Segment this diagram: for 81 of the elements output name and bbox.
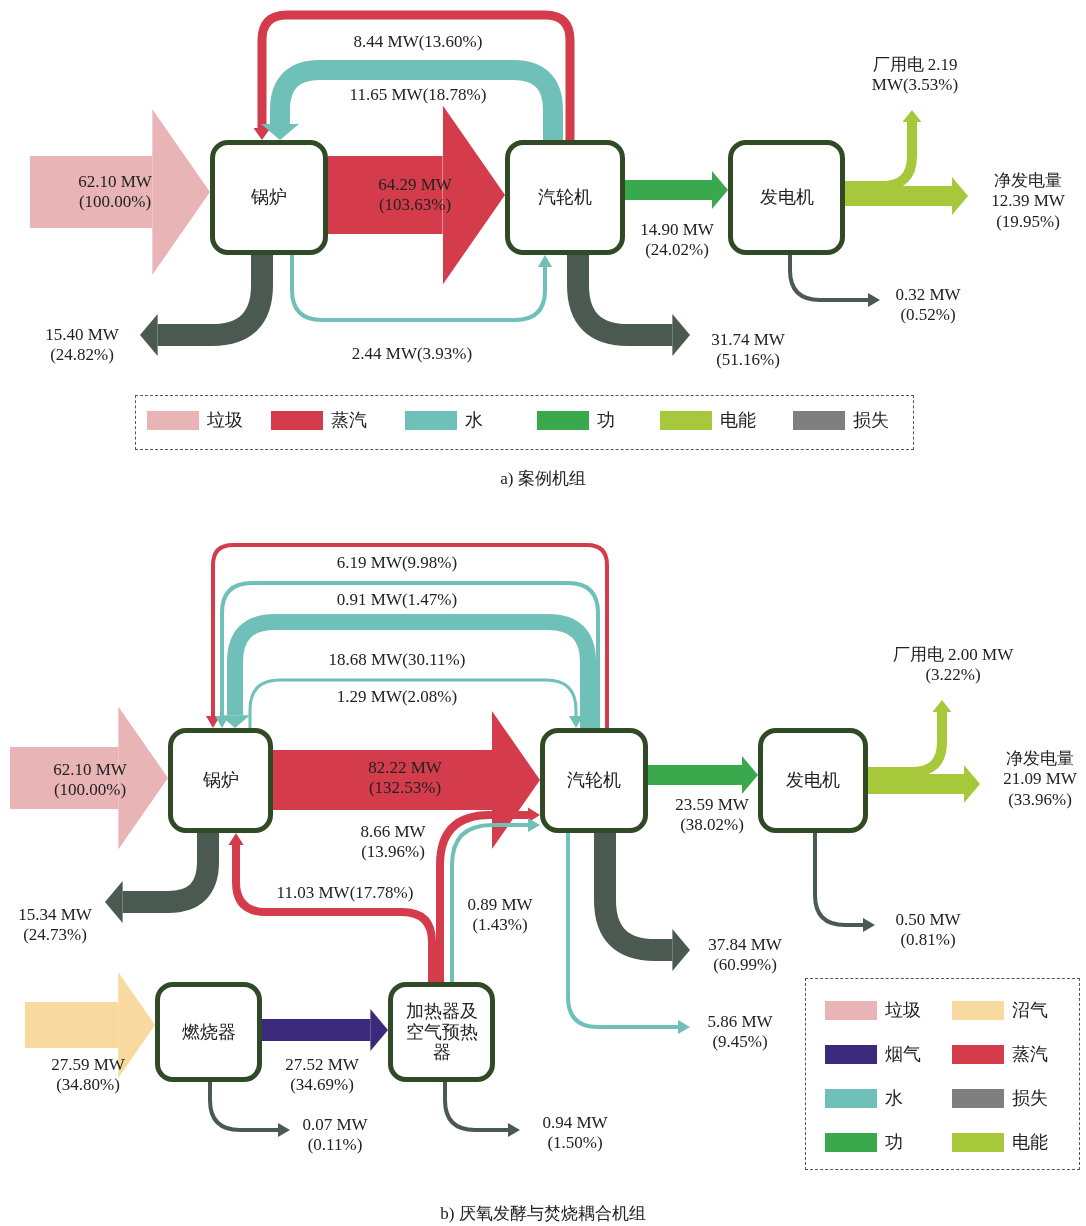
- flow-arrow: [868, 765, 980, 803]
- edge-label: 0.89 MW (1.43%): [466, 894, 534, 936]
- edge-label: 0.32 MW (0.52%): [894, 284, 962, 326]
- edge-label: 62.10 MW (100.00%): [77, 171, 153, 213]
- legend-label: 损失: [853, 408, 889, 432]
- legend-label: 电能: [720, 408, 756, 432]
- edge-label: 8.44 MW(13.60%): [352, 31, 484, 53]
- flow-arrow: [594, 833, 690, 971]
- edge-label: 2.44 MW(3.93%): [350, 343, 474, 365]
- flow-arrow: [328, 105, 505, 285]
- flow-arrow: [206, 543, 609, 728]
- edge-label: 净发电量 21.09 MW (33.96%): [1002, 749, 1078, 811]
- process-box: 加热器及空气预热器: [388, 982, 495, 1082]
- flow-arrow: [261, 60, 563, 140]
- flow-arrow: [788, 255, 880, 307]
- process-box: 发电机: [758, 728, 868, 833]
- edge-label: 11.65 MW(18.78%): [348, 84, 488, 106]
- flow-arrow: [436, 807, 540, 982]
- legend-label: 垃圾: [885, 998, 921, 1022]
- edge-label: 27.52 MW (34.69%): [284, 1054, 360, 1096]
- flow-arrow: [845, 177, 968, 215]
- edge-label: 64.29 MW (103.63%): [377, 174, 453, 216]
- flow-arrow: [208, 1082, 290, 1137]
- edge-label: 净发电量 12.39 MW (19.95%): [990, 171, 1066, 233]
- edge-label: 厂用电 2.19 MW(3.53%): [870, 54, 960, 96]
- edge-label: 5.86 MW (9.45%): [706, 1011, 774, 1053]
- flow-arrow: [253, 10, 575, 140]
- flow-arrow: [10, 706, 168, 850]
- edge-label: 6.19 MW(9.98%): [335, 552, 459, 574]
- flow-arrow: [868, 700, 952, 777]
- edge-label: 11.03 MW(17.78%): [275, 882, 415, 904]
- flow-arrow: [273, 711, 540, 849]
- edge-label: 18.68 MW(30.11%): [327, 649, 467, 671]
- legend-label: 电能: [1012, 1130, 1048, 1154]
- edge-label: 14.90 MW (24.02%): [639, 219, 715, 261]
- edge-label: 15.34 MW (24.73%): [17, 904, 93, 946]
- edge-label: 37.84 MW (60.99%): [707, 934, 783, 976]
- flow-arrow: [566, 833, 690, 1034]
- edge-label: 厂用电 2.00 MW (3.22%): [891, 644, 1015, 686]
- flow-arrow: [443, 1082, 520, 1137]
- legend-label: 烟气: [885, 1042, 921, 1066]
- flow-arrow: [648, 756, 758, 794]
- process-box: 锅炉: [210, 140, 328, 255]
- flow-arrow: [248, 678, 583, 728]
- flow-arrow: [450, 818, 540, 982]
- process-box: 汽轮机: [505, 140, 625, 255]
- edge-label: 62.10 MW (100.00%): [52, 759, 128, 801]
- edge-label: 0.94 MW (1.50%): [541, 1112, 609, 1154]
- edge-label: 0.91 MW(1.47%): [335, 589, 459, 611]
- flow-arrow: [262, 1009, 388, 1051]
- process-box: 发电机: [728, 140, 845, 255]
- legend-label: 蒸汽: [331, 408, 367, 432]
- figure-caption: b) 厌氧发酵与焚烧耦合机组: [440, 1202, 646, 1225]
- figure-caption: a) 案例机组: [500, 467, 586, 490]
- flow-arrow: [30, 109, 210, 275]
- legend-label: 蒸汽: [1012, 1042, 1048, 1066]
- edge-label: 0.50 MW (0.81%): [894, 909, 962, 951]
- edge-label: 1.29 MW(2.08%): [335, 686, 459, 708]
- flow-arrow: [813, 833, 875, 932]
- edge-label: 8.66 MW (13.96%): [359, 821, 427, 863]
- edge-label: 27.59 MW (34.80%): [50, 1054, 126, 1096]
- flow-arrow: [290, 255, 552, 322]
- process-box: 汽轮机: [540, 728, 648, 833]
- edge-label: 82.22 MW (132.53%): [367, 757, 443, 799]
- flow-arrow: [215, 581, 600, 728]
- process-box: 锅炉: [168, 728, 273, 833]
- legend-label: 损失: [1012, 1086, 1048, 1110]
- edge-label: 0.07 MW (0.11%): [301, 1114, 369, 1156]
- legend-label: 垃圾: [207, 408, 243, 432]
- edge-label: 23.59 MW (38.02%): [674, 794, 750, 836]
- legend-label: 水: [885, 1086, 903, 1110]
- legend-label: 水: [465, 408, 483, 432]
- flow-arrow: [625, 171, 728, 209]
- legend-label: 功: [885, 1130, 903, 1154]
- edge-label: 31.74 MW (51.16%): [710, 329, 786, 371]
- legend-label: 沼气: [1012, 998, 1048, 1022]
- legend-label: 功: [597, 408, 615, 432]
- edge-label: 15.40 MW (24.82%): [44, 324, 120, 366]
- process-box: 燃烧器: [155, 982, 262, 1082]
- flow-arrow: [25, 972, 155, 1078]
- flow-arrow: [228, 833, 436, 982]
